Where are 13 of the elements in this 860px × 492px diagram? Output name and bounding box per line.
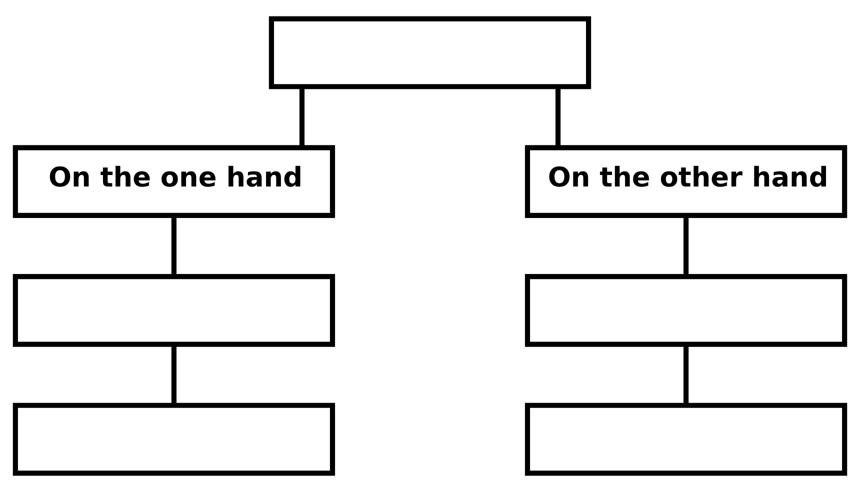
- connector: [299, 87, 305, 148]
- connector: [684, 216, 689, 276]
- connector: [171, 216, 176, 276]
- node-box: [12, 402, 336, 476]
- connector: [555, 87, 561, 148]
- node-box: [268, 16, 592, 90]
- node-box: [524, 274, 848, 347]
- connector: [171, 344, 176, 406]
- node-box: On the one hand: [12, 145, 336, 218]
- connector: [684, 344, 689, 406]
- node-box: [12, 274, 336, 347]
- node-box: On the other hand: [524, 145, 848, 218]
- node-box: [524, 402, 848, 476]
